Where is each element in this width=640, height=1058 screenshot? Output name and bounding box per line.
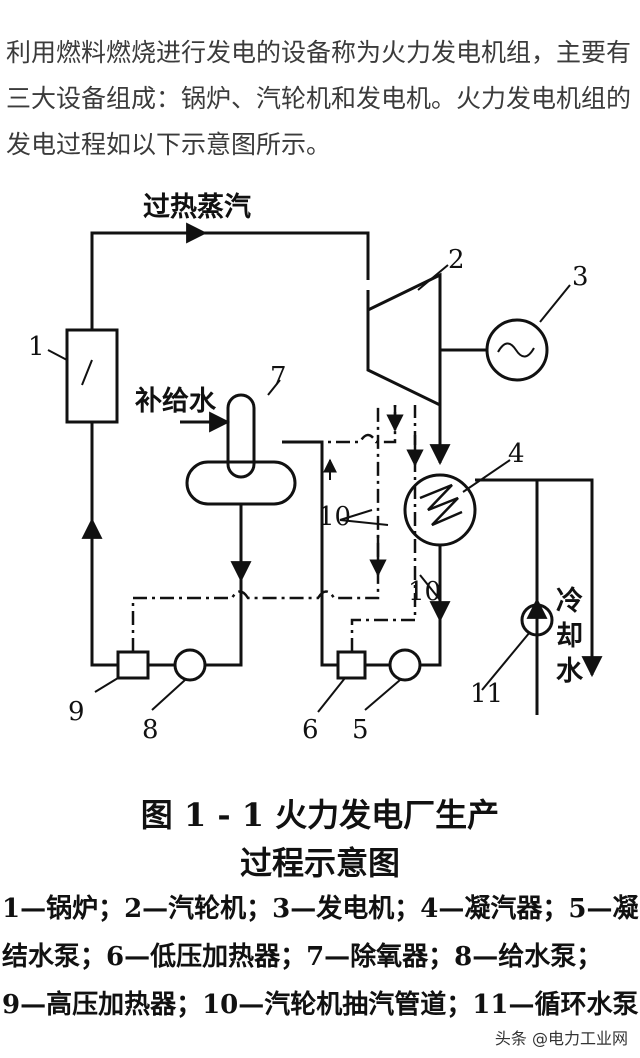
high-pressure-heater xyxy=(116,650,150,680)
superheated-steam-label: 过热蒸汽 xyxy=(143,192,251,223)
intro-paragraph: 利用燃料燃烧进行发电的设备称为火力发电机组，主要有 三大设备组成：锅炉、汽轮机和… xyxy=(6,30,636,168)
extraction-pipe-hp xyxy=(131,405,380,652)
figure-caption-line-2: 过程示意图 xyxy=(239,844,400,882)
feedwater-pump xyxy=(173,648,207,682)
extraction-pipe-deaerator xyxy=(282,405,397,444)
deaerator-tank xyxy=(185,460,297,506)
legend-line-2: 结水泵；6—低压加热器；7—除氧器；8—给水泵； xyxy=(2,942,603,972)
cooling-water-label: 冷 却 水 xyxy=(556,586,584,687)
extraction-pipe-lp xyxy=(350,405,417,652)
power-plant-diagram: 过热蒸汽 补给水 冷 却 水 1 2 3 4 5 6 7 8 9 10 10 1… xyxy=(28,192,603,745)
label-condensate-pump-number: 5 xyxy=(352,715,369,745)
label-boiler-number: 1 xyxy=(28,332,45,362)
watermark: 头条 @电力工业网 xyxy=(492,1025,630,1049)
superheated-steam-pipe xyxy=(90,231,370,330)
condensate-pump xyxy=(388,648,422,682)
label-hp-heater-number: 9 xyxy=(68,697,85,727)
steam-turbine xyxy=(366,272,442,408)
feedwater-pipe xyxy=(90,422,118,667)
cooling-water-char-2: 却 xyxy=(556,621,583,652)
low-pressure-heater xyxy=(336,650,367,680)
generator-sine-icon xyxy=(497,342,535,358)
legend-line-1: 1—锅炉；2—汽轮机；3—发电机；4—凝汽器；5—凝 xyxy=(2,894,639,924)
label-deaerator-number: 7 xyxy=(270,362,287,392)
cooling-water-char-1: 冷 xyxy=(556,586,583,617)
deaerator-column xyxy=(226,393,256,479)
intro-line-2: 三大设备组成：锅炉、汽轮机和发电机。火力发电机组的 xyxy=(6,84,632,113)
legend: 1—锅炉；2—汽轮机；3—发电机；4—凝汽器；5—凝 结水泵；6—低压加热器；7… xyxy=(2,885,638,1029)
intro-line-3: 发电过程如以下示意图所示。 xyxy=(6,130,332,159)
label-lp-heater-number: 6 xyxy=(302,715,319,745)
figure-caption-line-1: 图 1 - 1 火力发电厂生产 xyxy=(140,796,500,834)
label-circulating-pump-number: 11 xyxy=(470,679,503,709)
legend-line-3: 9—高压加热器；10—汽轮机抽汽管道；11—循环水泵 xyxy=(2,990,639,1020)
label-generator-number: 3 xyxy=(572,262,589,292)
makeup-water-label: 补给水 xyxy=(135,386,217,417)
label-extraction-number-b: 10 xyxy=(408,577,441,607)
generator xyxy=(485,318,549,382)
cooling-water-out-pipe xyxy=(475,478,594,670)
condenser-coil-icon xyxy=(419,483,463,527)
circulating-water-pump xyxy=(520,603,554,637)
label-condenser-number: 4 xyxy=(508,439,525,469)
intro-line-1: 利用燃料燃烧进行发电的设备称为火力发电机组，主要有 xyxy=(6,38,632,67)
label-feed-pump-number: 8 xyxy=(142,715,159,745)
cooling-water-char-3: 水 xyxy=(556,656,584,687)
label-extraction-number-a: 10 xyxy=(318,502,351,532)
label-turbine-number: 2 xyxy=(448,245,465,275)
boiler xyxy=(65,328,119,424)
boiler-arrow-indicator xyxy=(81,359,93,386)
